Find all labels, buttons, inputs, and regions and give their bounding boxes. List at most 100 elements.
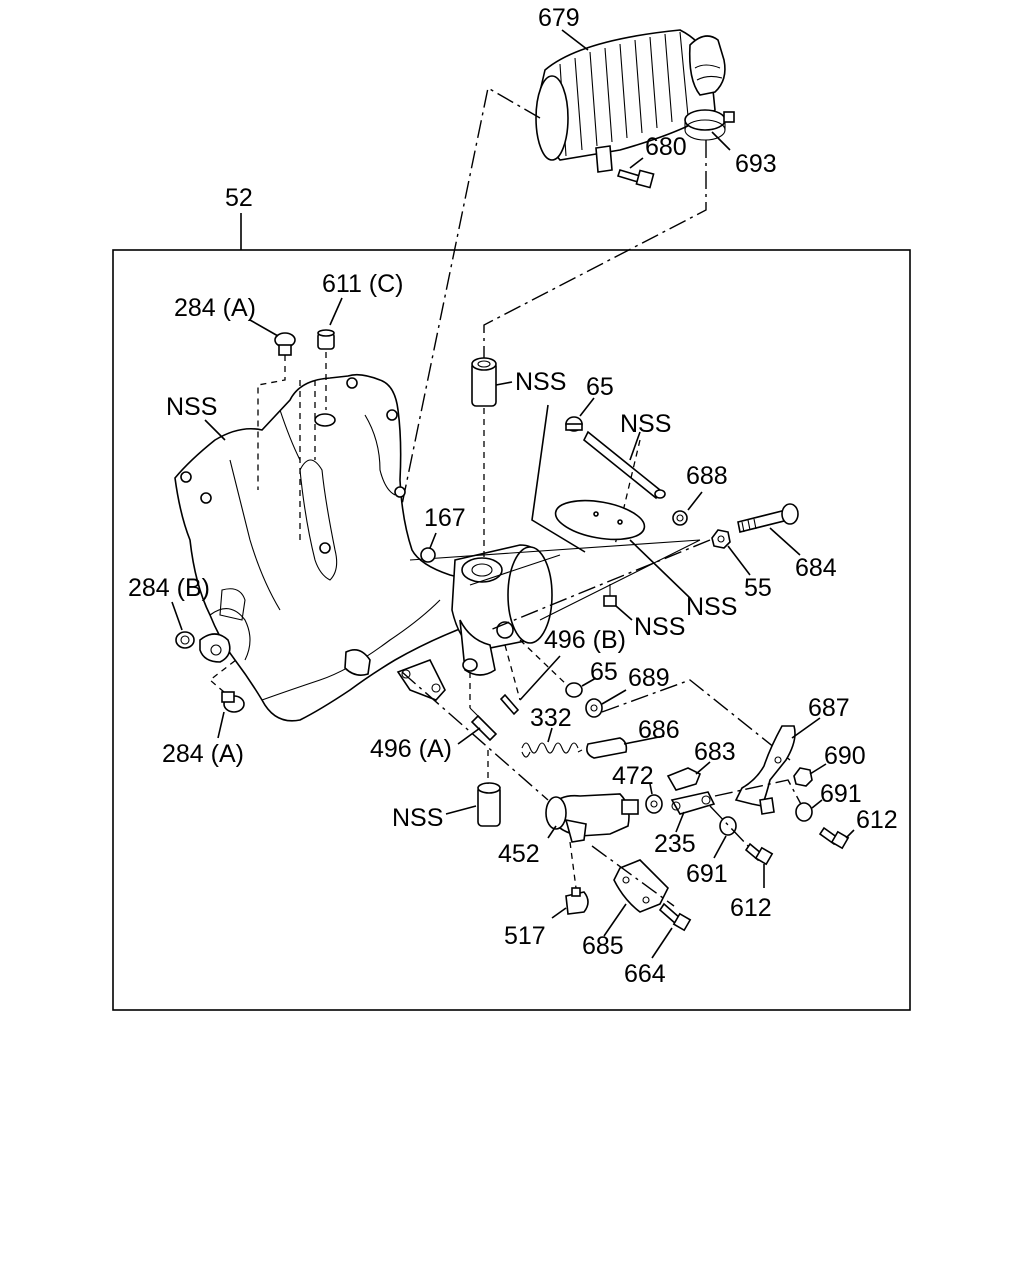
chain-line-685 (591, 845, 675, 907)
tube-nss-top (471, 357, 497, 407)
leader-55 (727, 545, 751, 576)
washer-688 (672, 510, 688, 526)
leader-680 (629, 157, 644, 169)
label-52: 52 (225, 184, 253, 212)
label-nss-screw: NSS (634, 613, 685, 641)
label-611c: 611 (C) (322, 270, 404, 298)
bolt-612-right (818, 826, 850, 850)
washer-691-low (719, 816, 737, 836)
leader-690 (809, 763, 827, 775)
resonator-679 (535, 29, 726, 173)
bolt-684 (737, 503, 799, 533)
leader-684 (769, 527, 801, 556)
chain-line-shaft (489, 539, 711, 631)
leader-nss-plate (629, 539, 691, 599)
leader-284a-top (249, 319, 279, 337)
nut-284a-bottom (221, 691, 245, 713)
nut-55 (711, 529, 731, 549)
washer-691-right (795, 802, 813, 822)
label-688: 688 (686, 462, 728, 490)
leader-nss-tube (495, 381, 513, 386)
leader-683 (695, 761, 711, 775)
chain-line-235 (709, 805, 749, 847)
chain-line-resonator (371, 86, 541, 651)
cap-611c (314, 329, 336, 427)
label-nss-tube: NSS (515, 368, 566, 396)
joint-235 (670, 791, 716, 815)
leader-167 (429, 532, 437, 549)
screw-nss (603, 584, 617, 607)
leader-472 (649, 783, 653, 795)
leader-284b (171, 601, 183, 631)
nut-65-mid (565, 682, 583, 698)
leader-235 (675, 811, 685, 833)
leader-686 (623, 735, 665, 745)
label-452: 452 (498, 840, 540, 868)
label-679: 679 (538, 4, 580, 32)
label-472: 472 (612, 762, 654, 790)
label-680: 680 (645, 133, 687, 161)
label-496a: 496 (A) (370, 735, 452, 763)
clamp-693 (684, 109, 735, 141)
cable-bracket-line (409, 539, 701, 621)
label-nss-manifold: NSS (166, 393, 217, 421)
label-235: 235 (654, 830, 696, 858)
leader-284a-bottom (217, 711, 225, 739)
nut-690 (793, 767, 813, 787)
label-691-low: 691 (686, 860, 728, 888)
fitting-517 (565, 887, 589, 915)
bolt-664 (658, 902, 692, 932)
leader-679 (561, 29, 589, 51)
washer-689 (585, 698, 603, 718)
clip-683 (666, 767, 702, 791)
leader-693 (711, 131, 731, 151)
leader-685 (603, 903, 627, 937)
label-nss-bottom: NSS (392, 804, 443, 832)
leader-65-top (579, 397, 595, 417)
leader-nss-manifold (204, 419, 226, 441)
label-284a-top: 284 (A) (174, 294, 256, 322)
rubber-mount (344, 649, 371, 676)
label-693: 693 (735, 150, 777, 178)
label-65-top: 65 (586, 373, 614, 401)
bracket-throttle (396, 658, 446, 701)
label-167: 167 (424, 504, 466, 532)
leader-nss-bottom (445, 805, 477, 815)
label-284b: 284 (B) (128, 574, 210, 602)
label-685: 685 (582, 932, 624, 960)
leader-452 (547, 825, 557, 839)
washer-472 (645, 794, 663, 814)
label-687: 687 (808, 694, 850, 722)
leader-691-right (811, 799, 823, 809)
label-684: 684 (795, 554, 837, 582)
label-690: 690 (824, 742, 866, 770)
leader-65-mid (581, 677, 597, 687)
label-nss-plate: NSS (686, 593, 737, 621)
tube-nss-bottom (477, 782, 501, 827)
dash-284a-bottom (208, 659, 237, 693)
sleeve-686 (586, 737, 628, 759)
label-612-right: 612 (856, 806, 898, 834)
label-691-right: 691 (820, 780, 862, 808)
leader-611c (329, 297, 343, 326)
pin-496a (469, 707, 498, 742)
bolt-612-low (744, 842, 774, 866)
label-496b: 496 (B) (544, 626, 626, 654)
spring-332 (521, 742, 583, 758)
label-517: 517 (504, 922, 546, 950)
leader-691-low (713, 835, 727, 859)
valve-452 (545, 793, 639, 843)
leader-612-right (845, 829, 855, 839)
intake-manifold (174, 373, 476, 722)
label-664: 664 (624, 960, 666, 988)
label-686: 686 (638, 716, 680, 744)
label-689: 689 (628, 664, 670, 692)
leader-496a (457, 727, 481, 745)
assembly-frame (112, 249, 911, 1011)
chain-line-452 (401, 671, 549, 801)
dash-manifold-1 (257, 355, 286, 490)
leader-517 (551, 907, 567, 919)
pin-496b (499, 693, 520, 716)
leader-496b (519, 655, 561, 701)
